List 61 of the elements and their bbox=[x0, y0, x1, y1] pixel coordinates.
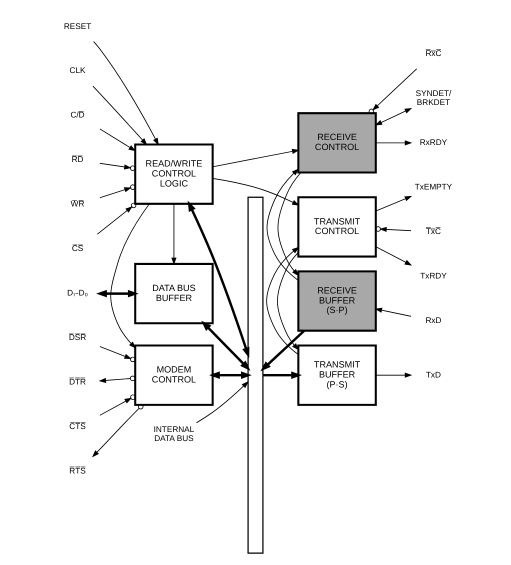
node-text: TxD bbox=[426, 370, 441, 380]
arrow bbox=[375, 372, 412, 378]
node-text: C/D̅ bbox=[70, 110, 85, 120]
node-text: R̅T̅S̅ bbox=[69, 466, 86, 476]
arrow bbox=[263, 371, 302, 379]
arrow bbox=[374, 308, 412, 317]
node-box: TRANSMIT CONTROL bbox=[297, 196, 377, 258]
node-text: CLK bbox=[70, 66, 86, 76]
arrow bbox=[171, 204, 177, 265]
node-text: C̅S̅ bbox=[72, 244, 84, 254]
node-text: RESET bbox=[64, 22, 92, 31]
arrow bbox=[96, 290, 139, 298]
arrow bbox=[99, 394, 136, 416]
arrow bbox=[93, 41, 159, 146]
arrow bbox=[201, 320, 250, 371]
node-text: R̅x̅C̅ bbox=[425, 48, 442, 58]
arrow bbox=[188, 200, 250, 358]
arrow bbox=[99, 184, 136, 198]
arrow bbox=[374, 108, 412, 126]
node-text: RxRDY bbox=[420, 138, 448, 147]
arrow bbox=[277, 252, 300, 350]
node-box: MODEM CONTROL bbox=[134, 344, 214, 406]
node-text: TxEMPTY bbox=[414, 182, 452, 192]
arrow bbox=[278, 172, 302, 276]
node-text: C̅T̅S̅ bbox=[69, 422, 86, 432]
arrow bbox=[212, 178, 300, 206]
node-text: SYNDET/ BRKDET bbox=[416, 88, 452, 107]
node-text: T̅x̅C̅ bbox=[426, 226, 441, 236]
arrow bbox=[260, 330, 305, 372]
arrow bbox=[96, 202, 136, 235]
arrow bbox=[99, 128, 136, 152]
node-bar bbox=[247, 196, 264, 554]
arrow bbox=[99, 346, 136, 362]
node-box: TRANSMIT BUFFER (P·S) bbox=[297, 344, 377, 406]
node-box: READ/WRITE CONTROL LOGIC bbox=[134, 143, 214, 205]
node-text: D̅S̅R̅ bbox=[68, 333, 86, 342]
node-text: TxRDY bbox=[420, 271, 447, 280]
arrow bbox=[99, 162, 136, 171]
node-text: W̅R̅ bbox=[70, 200, 84, 209]
arrow bbox=[196, 381, 249, 424]
arrow bbox=[212, 148, 300, 168]
node-text: INTERNAL DATA BUS bbox=[154, 425, 194, 444]
node-text: RxD bbox=[425, 316, 442, 325]
arrow bbox=[375, 196, 412, 212]
node-text: R̅D̅ bbox=[72, 155, 84, 164]
node-box: RECEIVE CONTROL bbox=[297, 112, 377, 174]
arrow bbox=[375, 140, 412, 146]
arrow bbox=[110, 204, 150, 349]
node-box: DATA BUS BUFFER bbox=[134, 262, 214, 324]
arrow bbox=[92, 86, 148, 146]
arrow bbox=[368, 68, 418, 114]
node-text: D₇-D₀ bbox=[67, 288, 88, 298]
node-box: RECEIVE BUFFER (S·P) bbox=[297, 270, 377, 332]
arrow bbox=[209, 371, 252, 379]
arrow bbox=[375, 246, 412, 266]
arrow bbox=[92, 404, 144, 458]
arrow bbox=[375, 226, 412, 232]
arrow bbox=[98, 376, 136, 384]
node-text: D̅T̅R̅ bbox=[69, 378, 86, 387]
arrow bbox=[266, 168, 300, 281]
arrow bbox=[266, 246, 300, 356]
